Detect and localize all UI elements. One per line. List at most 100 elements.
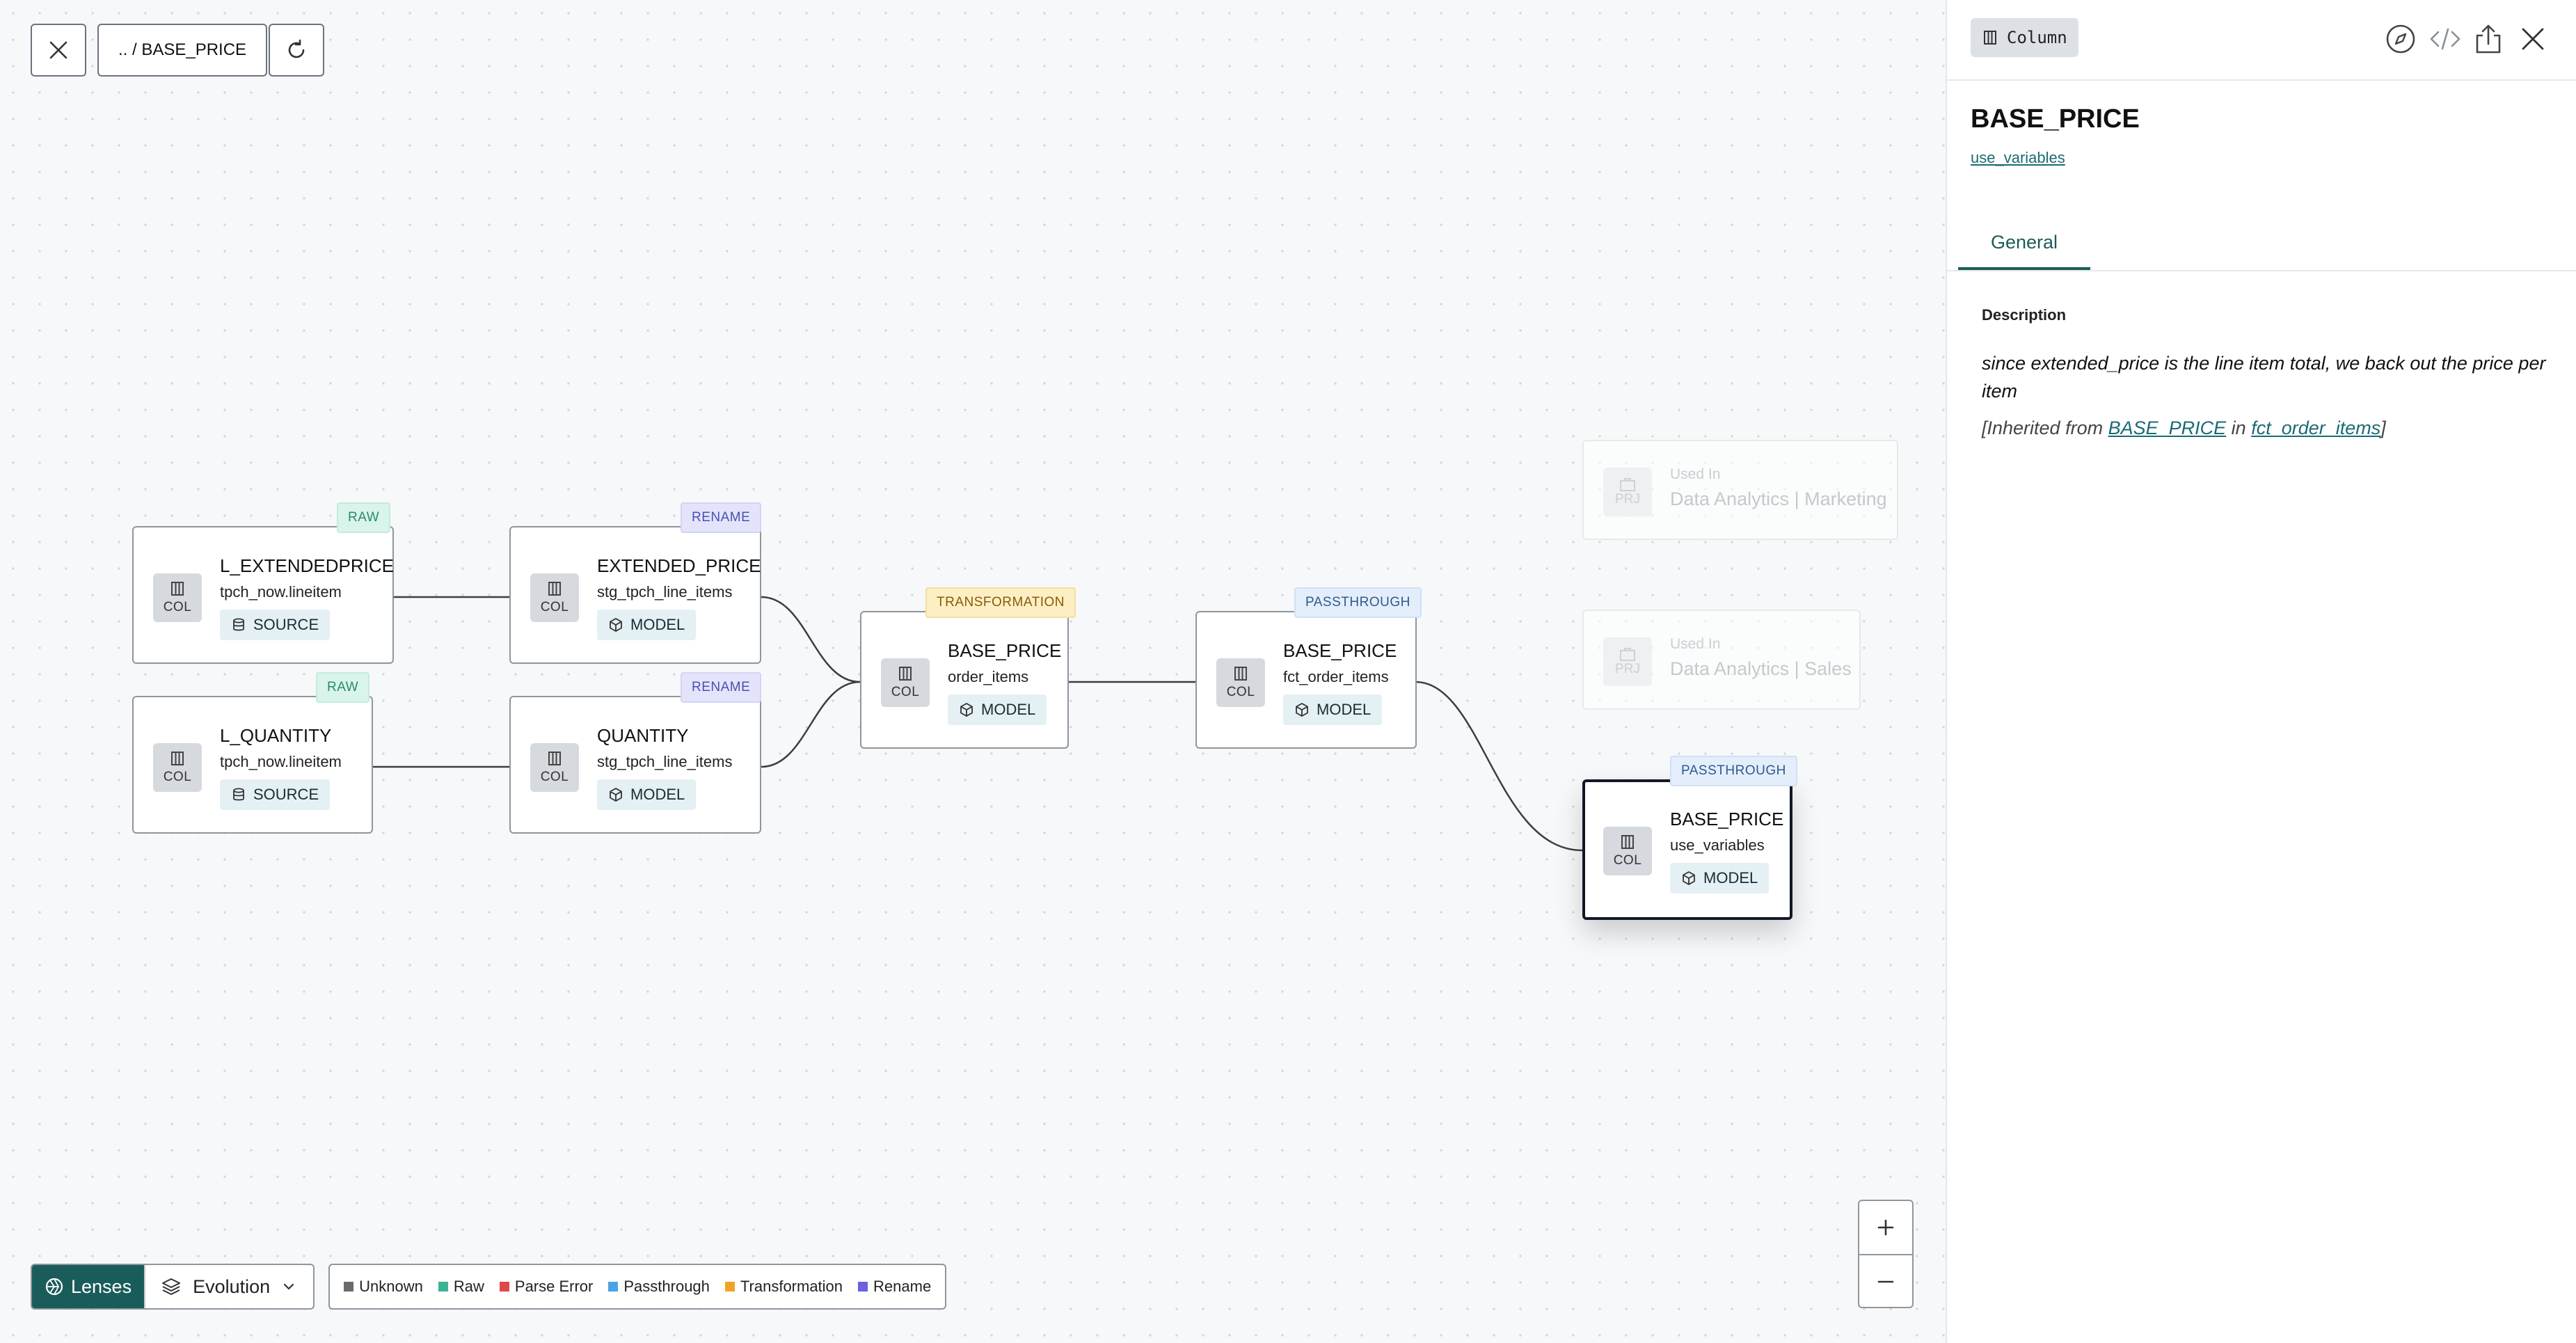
node-subtitle: tpch_now.lineitem bbox=[220, 583, 342, 601]
node-subtitle: stg_tpch_line_items bbox=[597, 753, 733, 770]
status-legend: Unknown Raw Parse Error Passthrough Tran… bbox=[328, 1264, 947, 1310]
node-title: QUANTITY bbox=[597, 725, 689, 746]
lens-icon bbox=[45, 1278, 63, 1296]
view-code-button[interactable] bbox=[2427, 21, 2463, 57]
node-badge: PASSTHROUGH bbox=[1294, 587, 1422, 618]
tabs-divider bbox=[1947, 270, 2576, 271]
layers-icon bbox=[162, 1278, 181, 1295]
cube-icon bbox=[1683, 871, 1695, 885]
node-subtitle: use_variables bbox=[1670, 836, 1765, 854]
plus-icon bbox=[1877, 1219, 1894, 1236]
database-icon bbox=[233, 788, 244, 801]
column-icon: COL bbox=[530, 743, 579, 792]
zoom-in-button[interactable] bbox=[1859, 1201, 1912, 1254]
legend-item-raw: Raw bbox=[438, 1278, 484, 1296]
close-lineage-button[interactable] bbox=[31, 24, 86, 77]
node-type-tag: MODEL bbox=[948, 694, 1047, 725]
zoom-out-button[interactable] bbox=[1859, 1255, 1912, 1308]
description-label: Description bbox=[1982, 306, 2067, 324]
lineage-node-base-price-fct-order-items[interactable]: PASSTHROUGH COL BASE_PRICE fct_order_ite… bbox=[1195, 587, 1422, 749]
refresh-button[interactable] bbox=[269, 24, 324, 77]
compass-button[interactable] bbox=[2383, 21, 2419, 57]
close-icon bbox=[49, 41, 67, 59]
legend-item-unknown: Unknown bbox=[344, 1278, 423, 1296]
close-panel-button[interactable] bbox=[2515, 21, 2551, 57]
node-type-tag: MODEL bbox=[1283, 694, 1383, 725]
lineage-node-base-price-use-variables[interactable]: PASSTHROUGH COL BASE_PRICE use_variables… bbox=[1582, 756, 1797, 920]
node-subtitle: fct_order_items bbox=[1283, 668, 1389, 685]
cube-icon bbox=[610, 618, 622, 632]
evolution-dropdown[interactable]: Evolution bbox=[144, 1265, 313, 1308]
lineage-node-l-extendedprice[interactable]: RAW COL L_EXTENDEDPRICE tpch_now.lineite… bbox=[132, 502, 394, 664]
lineage-node-l-quantity[interactable]: RAW COL L_QUANTITY tpch_now.lineitem SOU… bbox=[132, 672, 373, 834]
code-icon bbox=[2430, 28, 2460, 50]
column-icon: COL bbox=[1216, 658, 1265, 707]
node-badge: RAW bbox=[337, 502, 391, 533]
inherited-model-link[interactable]: fct_order_items bbox=[2251, 418, 2381, 438]
node-badge: RENAME bbox=[681, 672, 762, 703]
lineage-canvas[interactable]: .. / BASE_PRICE RAW COL L_EXTENDEDPRICE … bbox=[0, 0, 1946, 1343]
project-icon: PRJ bbox=[1603, 637, 1652, 686]
legend-item-transformation: Transformation bbox=[724, 1278, 843, 1296]
panel-title: BASE_PRICE bbox=[1971, 104, 2140, 134]
column-icon: COL bbox=[881, 658, 930, 707]
project-icon: PRJ bbox=[1603, 468, 1652, 516]
compass-icon bbox=[2386, 24, 2415, 54]
lineage-edges bbox=[372, 596, 1583, 852]
node-title: EXTENDED_PRICE bbox=[597, 555, 761, 576]
close-icon bbox=[2522, 28, 2544, 50]
column-icon: COL bbox=[153, 573, 202, 622]
node-title: BASE_PRICE bbox=[1670, 809, 1784, 829]
inherited-column-link[interactable]: BASE_PRICE bbox=[2108, 418, 2227, 438]
entity-type-chip: Column bbox=[1971, 18, 2078, 57]
edge bbox=[761, 596, 861, 683]
legend-item-passthrough: Passthrough bbox=[608, 1278, 710, 1296]
node-type-tag: MODEL bbox=[597, 610, 697, 640]
database-icon bbox=[233, 618, 244, 631]
node-type-tag: MODEL bbox=[597, 779, 697, 810]
node-title: L_QUANTITY bbox=[220, 725, 332, 746]
node-badge: PASSTHROUGH bbox=[1670, 756, 1797, 786]
legend-item-rename: Rename bbox=[858, 1278, 931, 1296]
panel-divider bbox=[1947, 79, 2576, 81]
refresh-icon bbox=[288, 39, 305, 58]
share-button[interactable] bbox=[2470, 21, 2506, 57]
node-title: BASE_PRICE bbox=[948, 640, 1062, 661]
node-subtitle: tpch_now.lineitem bbox=[220, 753, 342, 770]
node-subtitle: order_items bbox=[948, 668, 1029, 685]
lenses-button[interactable]: Lenses bbox=[32, 1265, 145, 1308]
share-icon bbox=[2476, 24, 2501, 54]
description-text: since extended_price is the line item to… bbox=[1982, 353, 2546, 402]
used-in-project-sales[interactable]: PRJ Used In Data Analytics | Sales bbox=[1582, 610, 1861, 710]
node-badge: TRANSFORMATION bbox=[925, 587, 1076, 618]
details-panel: Column BASE_PRICE use_variables General … bbox=[1946, 0, 2576, 1343]
model-link[interactable]: use_variables bbox=[1971, 149, 2065, 166]
project-name: Data Analytics | Sales bbox=[1670, 658, 1852, 679]
column-icon: COL bbox=[153, 743, 202, 792]
lineage-node-quantity[interactable]: RENAME COL QUANTITY stg_tpch_line_items … bbox=[509, 672, 762, 834]
breadcrumb[interactable]: .. / BASE_PRICE bbox=[97, 24, 268, 77]
node-type-tag: SOURCE bbox=[220, 779, 331, 810]
node-type-tag: MODEL bbox=[1670, 863, 1770, 893]
tab-general[interactable]: General bbox=[1958, 223, 2090, 270]
edge bbox=[761, 681, 861, 768]
inherited-note: [Inherited from BASE_PRICE in fct_order_… bbox=[1982, 418, 2386, 438]
node-title: L_EXTENDEDPRICE bbox=[220, 555, 394, 576]
column-icon: COL bbox=[530, 573, 579, 622]
node-subtitle: stg_tpch_line_items bbox=[597, 583, 733, 601]
legend-item-parse-error: Parse Error bbox=[499, 1278, 593, 1296]
cube-icon bbox=[1296, 703, 1308, 717]
node-title: BASE_PRICE bbox=[1283, 640, 1397, 661]
zoom-controls bbox=[1858, 1200, 1914, 1308]
chevron-down-icon bbox=[284, 1283, 294, 1290]
lineage-node-extended-price[interactable]: RENAME COL EXTENDED_PRICE stg_tpch_line_… bbox=[509, 502, 762, 664]
used-in-label: Used In bbox=[1670, 636, 1721, 652]
lens-selector: Lenses Evolution bbox=[31, 1264, 315, 1310]
used-in-project-marketing[interactable]: PRJ Used In Data Analytics | Marketing bbox=[1582, 440, 1898, 540]
lineage-node-base-price-order-items[interactable]: TRANSFORMATION COL BASE_PRICE order_item… bbox=[860, 587, 1076, 749]
breadcrumb-text: .. / BASE_PRICE bbox=[118, 40, 247, 59]
node-badge: RAW bbox=[316, 672, 370, 703]
edge bbox=[1415, 681, 1583, 852]
minus-icon bbox=[1877, 1280, 1894, 1283]
project-name: Data Analytics | Marketing bbox=[1670, 488, 1887, 509]
